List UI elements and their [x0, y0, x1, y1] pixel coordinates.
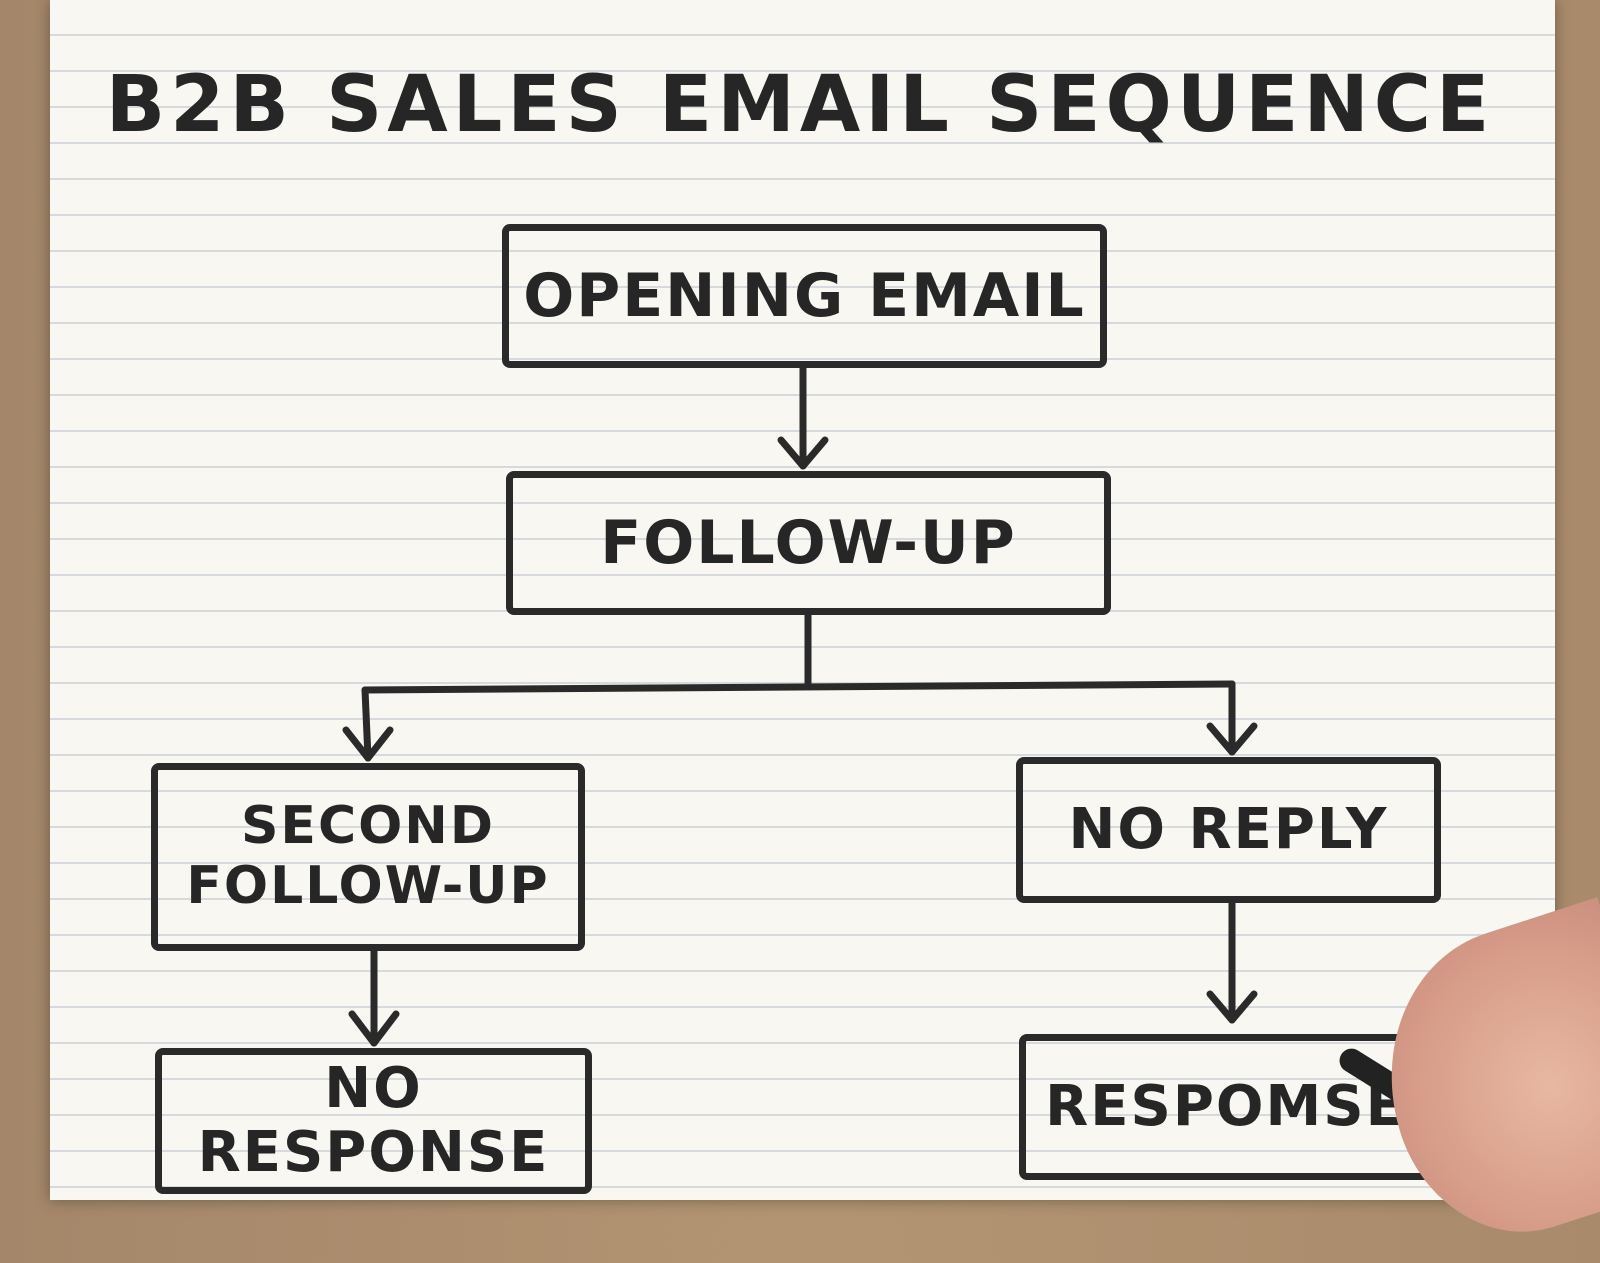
node-no-reply: NO REPLY	[1016, 757, 1441, 903]
node-second-follow-up-line2: FOLLOW-UP	[186, 856, 550, 916]
arrowhead-second-followup	[342, 726, 394, 762]
arrowhead-no-response	[348, 1010, 400, 1047]
diagram-title: B2B SALES EMAIL SEQUENCE	[105, 60, 1495, 150]
edge-branch-horizontal	[361, 680, 1236, 694]
lined-paper	[50, 0, 1555, 1200]
node-follow-up-label: FOLLOW-UP	[600, 507, 1017, 578]
node-opening-email: OPENING EMAIL	[502, 224, 1107, 368]
flowchart-connectors	[342, 364, 1258, 1047]
node-no-response: NO RESPONSE	[155, 1048, 592, 1194]
node-response: RESPOMSE	[1019, 1034, 1432, 1180]
arrowhead-response	[1206, 990, 1258, 1024]
node-no-reply-label: NO REPLY	[1068, 796, 1389, 862]
node-no-response-label: NO RESPONSE	[197, 1055, 550, 1185]
arrowhead-followup	[777, 436, 829, 470]
node-second-follow-up-line1: SECOND	[240, 796, 495, 857]
edge-branch-left	[361, 686, 372, 762]
arrowhead-no-reply	[1206, 722, 1258, 756]
node-response-label: RESPOMSE	[1045, 1073, 1406, 1139]
node-second-follow-up: SECOND FOLLOW-UP	[151, 763, 585, 951]
node-opening-email-label: OPENING EMAIL	[523, 260, 1086, 331]
node-follow-up: FOLLOW-UP	[506, 471, 1111, 615]
